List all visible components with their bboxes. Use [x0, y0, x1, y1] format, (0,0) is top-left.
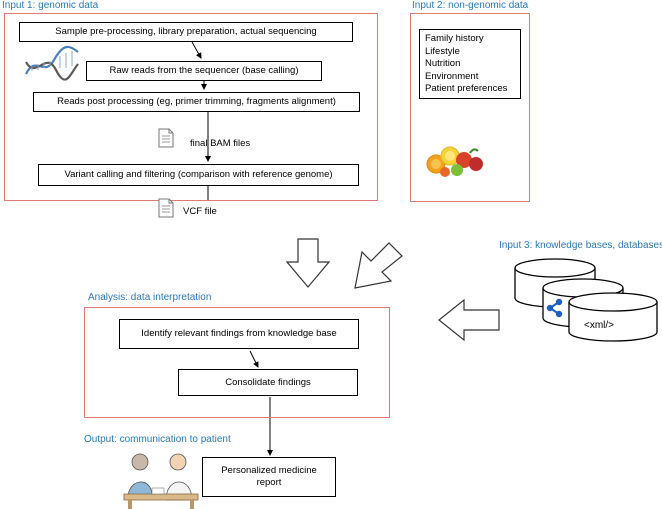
report-line-1: Personalized medicine [221, 465, 317, 477]
arrow-down-icon [285, 238, 331, 288]
input2-title: Input 2: non-genomic data [412, 0, 529, 11]
analysis-title: Analysis: data interpretation [88, 292, 212, 303]
output-title: Output: communication to patient [84, 434, 231, 445]
document-icon [158, 198, 174, 218]
input1-frame [4, 13, 378, 201]
fruit-icon [426, 146, 483, 177]
list-item: Environment [425, 70, 479, 82]
step-raw-reads: Raw reads from the sequencer (base calli… [86, 61, 322, 81]
report-line-2: report [256, 477, 282, 488]
step-identify-findings: Identify relevant findings from knowledg… [119, 319, 359, 349]
input2-frame [410, 13, 530, 202]
document-icon [158, 128, 174, 148]
database-icon [514, 258, 658, 342]
input1-title: Input 1: genomic data [2, 0, 99, 11]
arrow-diagonal-icon [354, 242, 403, 289]
arrow-left-icon [438, 298, 500, 342]
non-genomic-list: Family history Lifestyle Nutrition Envir… [419, 29, 521, 99]
personalized-report-box: Personalized medicine report [202, 457, 336, 497]
vcf-file-label: VCF file [183, 206, 217, 217]
doctor-patient-illustration [123, 453, 199, 509]
step-variant-calling: Variant calling and filtering (compariso… [38, 164, 359, 186]
list-item: Nutrition [425, 58, 461, 69]
step-reads-post-processing: Reads post processing (eg, primer trimmi… [33, 92, 360, 112]
list-item: Family history [425, 33, 484, 44]
input3-title: Input 3: knowledge bases, databases [499, 240, 662, 251]
dna-helix-icon [25, 45, 79, 81]
analysis-frame [84, 307, 390, 418]
bam-files-label: final BAM files [190, 138, 251, 149]
xml-label: <xml/> [584, 320, 615, 331]
list-item: Lifestyle [425, 45, 460, 57]
step-consolidate-findings: Consolidate findings [178, 369, 358, 396]
list-item: Patient preferences [425, 83, 508, 94]
step-sample-preprocessing: Sample pre-processing, library preparati… [19, 22, 353, 42]
share-network-icon [544, 297, 566, 319]
